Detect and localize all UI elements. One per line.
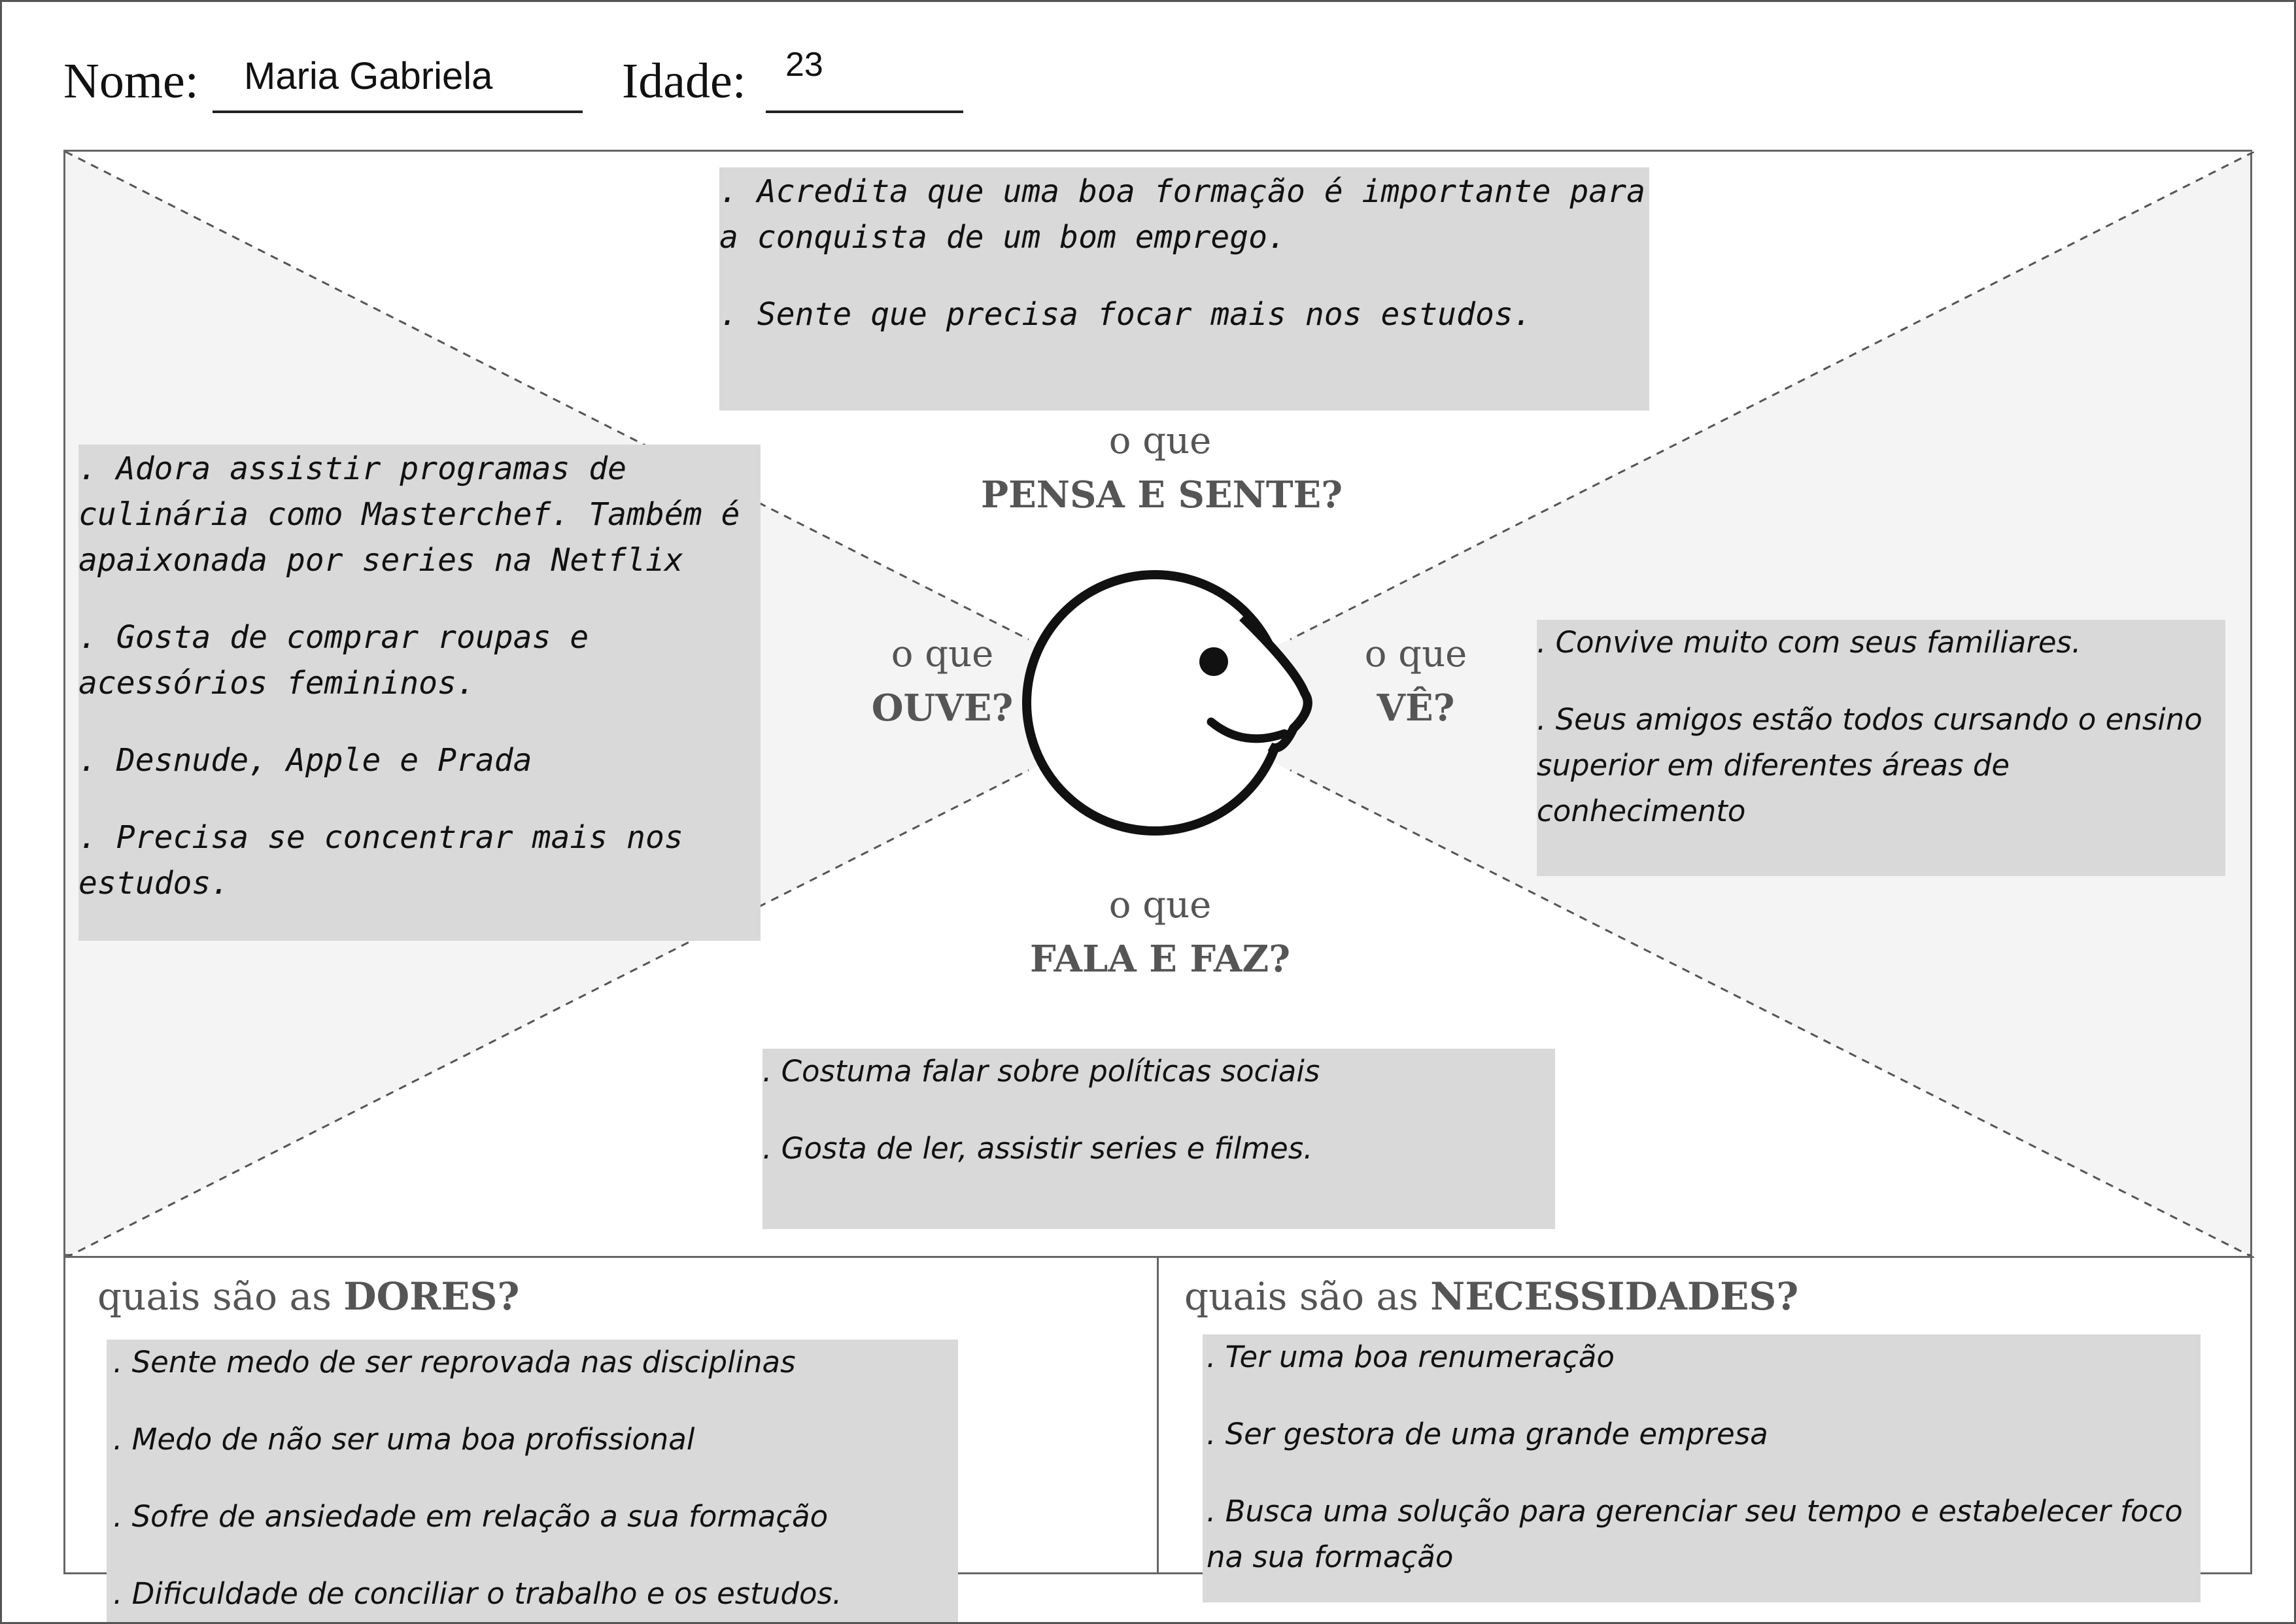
ouve-label: o que OUVE? — [871, 633, 1014, 730]
map-background — [65, 152, 2254, 1258]
note-line: . Sofre de ansiedade em relação a sua fo… — [113, 1499, 829, 1534]
fala-region — [65, 705, 2254, 1258]
necessidades-title: quais são as NECESSIDADES? — [1184, 1274, 1799, 1319]
diagonal-top-left — [65, 152, 1029, 641]
diagonal-bottom-left — [65, 769, 1029, 1258]
note-line: . Sente que precisa focar mais nos estud… — [719, 296, 1532, 333]
dores-title: quais são as DORES? — [97, 1274, 520, 1319]
dores-note: . Sente medo de ser reprovada nas discip… — [107, 1340, 958, 1622]
note-line: . Precisa se concentrar mais nos estudos… — [78, 819, 683, 902]
idade-field-line — [766, 110, 963, 113]
note-line: . Busca uma solução para gerenciar seu t… — [1207, 1494, 2183, 1574]
note-line: . Gosta de comprar roupas e acessórios f… — [78, 619, 589, 702]
ve-label: o que VÊ? — [1364, 633, 1467, 730]
nome-field-line — [213, 110, 583, 113]
note-line: . Costuma falar sobre políticas sociais — [762, 1054, 1320, 1089]
fala-faz-label: o que FALA E FAZ? — [1029, 884, 1291, 981]
note-line: . Seus amigos estão todos cursando o ens… — [1537, 702, 2202, 828]
nome-field[interactable]: Maria Gabriela — [244, 55, 493, 97]
note-line: . Dificuldade de conciliar o trabalho e … — [113, 1576, 842, 1611]
empathy-map: o que PENSA E SENTE? o que OUVE? o que V… — [63, 150, 2254, 1258]
note-line: . Medo de não ser uma boa profissional — [113, 1422, 695, 1457]
idade-label: Idade: — [622, 54, 746, 109]
note-line: . Adora assistir programas de culinária … — [78, 450, 740, 579]
ouve-note: . Adora assistir programas de culinária … — [78, 445, 761, 941]
note-line: . Ter uma boa renumeração — [1207, 1340, 1615, 1374]
diagonal-top-right — [1290, 152, 2254, 641]
ve-note: . Convive muito com seus familiares. . S… — [1537, 620, 2225, 876]
pensa-region — [65, 152, 2254, 705]
note-line: . Acredita que uma boa formação é import… — [719, 173, 1646, 256]
necessidades-note: . Ter uma boa renumeração . Ser gestora … — [1203, 1334, 2201, 1602]
note-line: . Convive muito com seus familiares. — [1537, 625, 2082, 660]
idade-field[interactable]: 23 — [785, 46, 823, 84]
fala-faz-note: . Costuma falar sobre políticas sociais … — [762, 1049, 1555, 1229]
note-line: . Sente medo de ser reprovada nas discip… — [113, 1345, 796, 1379]
note-line: . Ser gestora de uma grande empresa — [1207, 1417, 1768, 1451]
pensa-sente-note: . Acredita que uma boa formação é import… — [719, 167, 1649, 411]
pensa-sente-label: o que PENSA E SENTE? — [981, 420, 1343, 516]
note-line: . Gosta de ler, assistir series e filmes… — [762, 1131, 1313, 1166]
note-line: . Desnude, Apple e Prada — [78, 742, 532, 779]
diagonal-bottom-right — [1290, 769, 2254, 1258]
nome-label: Nome: — [63, 54, 199, 109]
face-icon — [1022, 570, 1312, 836]
